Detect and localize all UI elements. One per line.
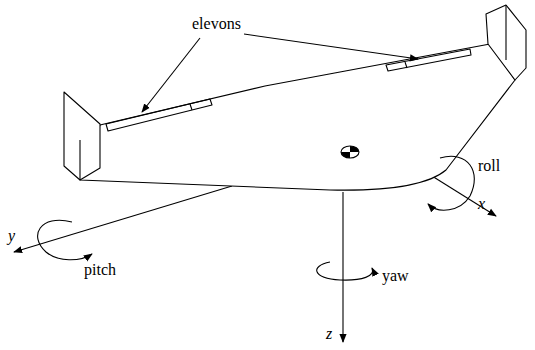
y-axis [14,186,232,252]
left-fin [64,92,100,180]
elevon-leader [142,38,200,112]
z-axis [342,192,343,342]
elevon-leader [244,34,418,59]
yaw-arrow [317,262,373,280]
cg-symbol [341,146,359,158]
axis-label: x [478,196,485,212]
right-elevon-hinge [405,62,407,68]
left-fin-edge [79,140,80,180]
rotation-label: roll [478,158,500,174]
roll-arrow [428,156,474,210]
wing-outline [80,44,515,190]
right-elevon [386,49,471,71]
right-fin [486,5,526,80]
axis-label: y [8,228,15,244]
right-fin-edge [505,5,506,60]
axis-label: z [326,326,332,342]
part-label: elevons [192,16,241,32]
pitch-arrow [38,220,92,259]
rotation-label: pitch [84,262,116,278]
rotation-label: yaw [382,268,409,284]
left-elevon-hinge [190,104,192,110]
left-elevon [106,99,212,131]
